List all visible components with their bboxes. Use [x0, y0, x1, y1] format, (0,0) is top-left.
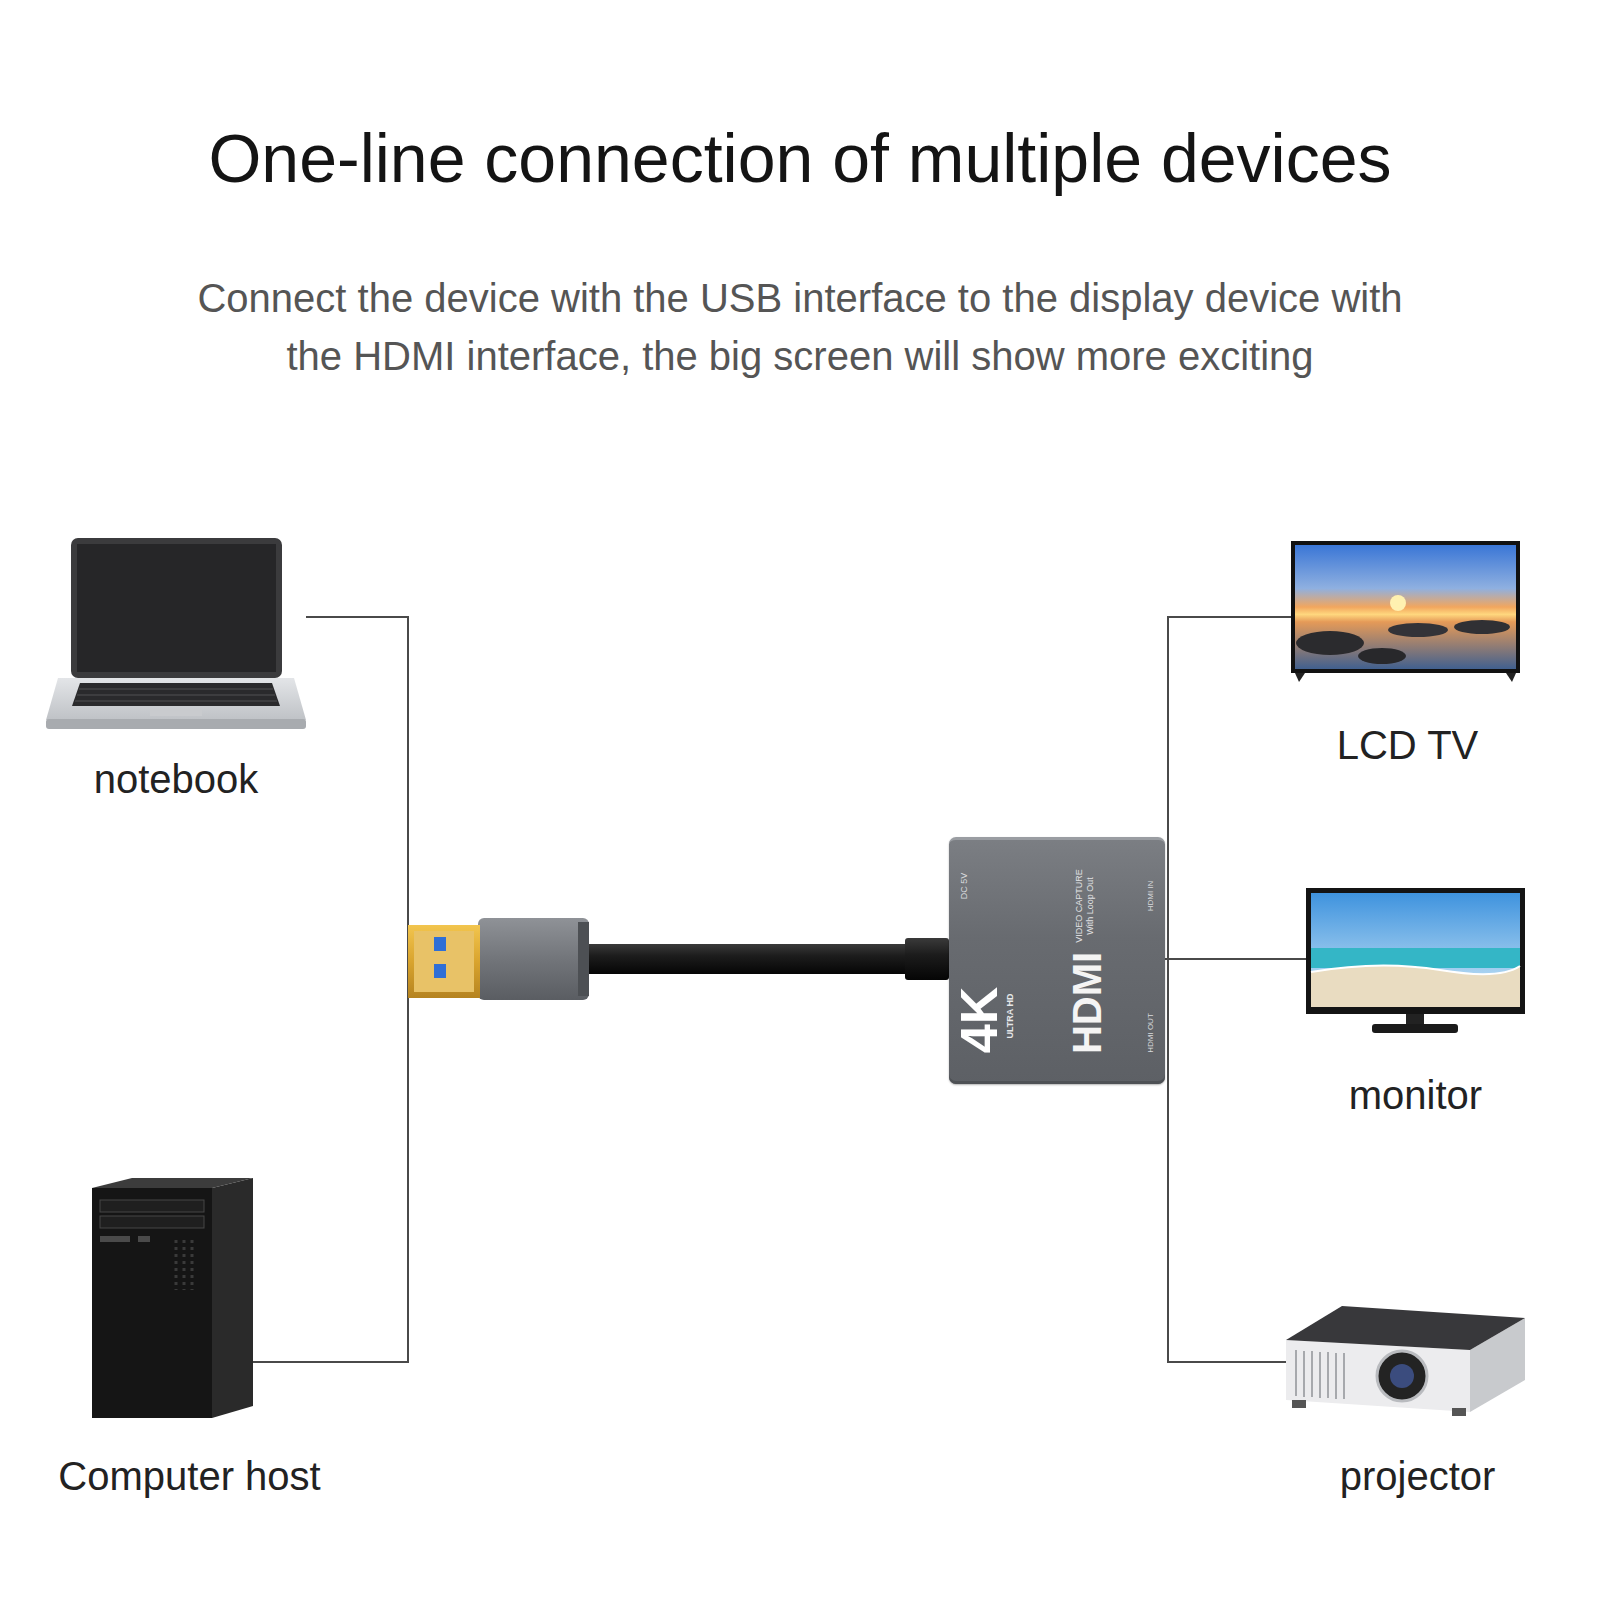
rock	[1388, 623, 1448, 637]
laptop-screen	[77, 544, 276, 672]
tower-front	[92, 1188, 212, 1418]
monitor-neck	[1406, 1014, 1424, 1024]
connector-line	[1165, 958, 1306, 960]
plug-end	[578, 922, 589, 996]
tower-icon	[92, 1178, 253, 1418]
connector-line	[1165, 959, 1286, 1362]
front-port	[138, 1236, 150, 1242]
contact-window	[434, 964, 446, 978]
device-label: LCD TV	[1337, 722, 1479, 768]
capture-device: DC 5V 4KULTRA HD HDMI VIDEO CAPTURE With Lo…	[949, 837, 1165, 1084]
lens-glass	[1390, 1364, 1414, 1388]
keyboard-rows	[75, 689, 277, 701]
sea	[1311, 948, 1520, 968]
strain-relief	[905, 938, 949, 980]
tv-foot	[1295, 673, 1305, 682]
tv-screen	[1295, 545, 1516, 669]
projector-vents	[1296, 1350, 1344, 1399]
drive-bay	[100, 1200, 204, 1212]
projector-top	[1286, 1306, 1525, 1350]
notebook-icon	[46, 538, 306, 729]
device-node: notebook	[46, 536, 306, 730]
projector-front	[1286, 1340, 1470, 1412]
device-marking: VIDEO CAPTURE With Loop Out	[1074, 868, 1096, 944]
projector-icon	[1286, 1306, 1525, 1416]
usb-cable	[408, 918, 949, 1000]
rock	[1296, 631, 1364, 655]
device-label: projector	[1340, 1453, 1496, 1499]
drive-bay	[100, 1216, 204, 1228]
device-node: LCD TV	[1291, 541, 1520, 682]
plug-housing	[478, 918, 589, 1000]
projector-foot	[1292, 1400, 1306, 1408]
cable-body	[589, 944, 919, 974]
title-text: One-line connection of multiple devices	[50, 118, 1550, 200]
laptop-trackpad	[150, 709, 202, 716]
connector-line	[1165, 617, 1291, 959]
device-marking: HDMI IN	[1147, 881, 1155, 912]
rock	[1454, 620, 1510, 634]
device-marking: HDMI OUT	[1147, 1013, 1155, 1053]
rock	[1358, 648, 1406, 664]
front-vents	[176, 1240, 192, 1290]
sand	[1311, 965, 1520, 1007]
device-node: projector	[1286, 1306, 1525, 1418]
laptop-keyboard	[72, 683, 280, 706]
device-node: Computer host	[92, 1178, 253, 1418]
connector-line	[253, 959, 949, 1362]
monitor-frame	[1306, 888, 1525, 1014]
laptop-lip	[46, 719, 306, 729]
monitor-screen	[1311, 893, 1520, 1007]
device-label: Computer host	[58, 1453, 320, 1499]
device-marking: 4K	[956, 987, 1003, 1053]
device-node: monitor	[1306, 888, 1525, 1034]
device-label: notebook	[94, 756, 259, 802]
device-marking: HDMI	[1069, 952, 1105, 1054]
tv-frame	[1291, 541, 1520, 673]
contact-window	[434, 937, 446, 951]
projector-foot	[1452, 1408, 1466, 1416]
laptop-base	[46, 678, 306, 720]
device-marking: DC 5V	[960, 873, 969, 900]
subtitle-text: Connect the device with the USB interfac…	[165, 269, 1435, 385]
monitor-icon	[1306, 888, 1525, 1033]
device-marking: ULTRA HD	[1006, 994, 1015, 1039]
sun	[1390, 595, 1406, 611]
laptop-bezel	[71, 538, 282, 678]
device-label: monitor	[1349, 1072, 1482, 1118]
usb-connector	[408, 925, 480, 998]
tower-side	[212, 1178, 253, 1418]
tv-icon	[1291, 541, 1520, 682]
connector-line	[306, 617, 949, 959]
monitor-base	[1372, 1024, 1458, 1033]
projector-lens	[1377, 1351, 1427, 1401]
wave	[1311, 965, 1520, 974]
tv-foot	[1506, 673, 1516, 682]
front-port	[100, 1236, 130, 1242]
connector-inner	[414, 931, 474, 992]
